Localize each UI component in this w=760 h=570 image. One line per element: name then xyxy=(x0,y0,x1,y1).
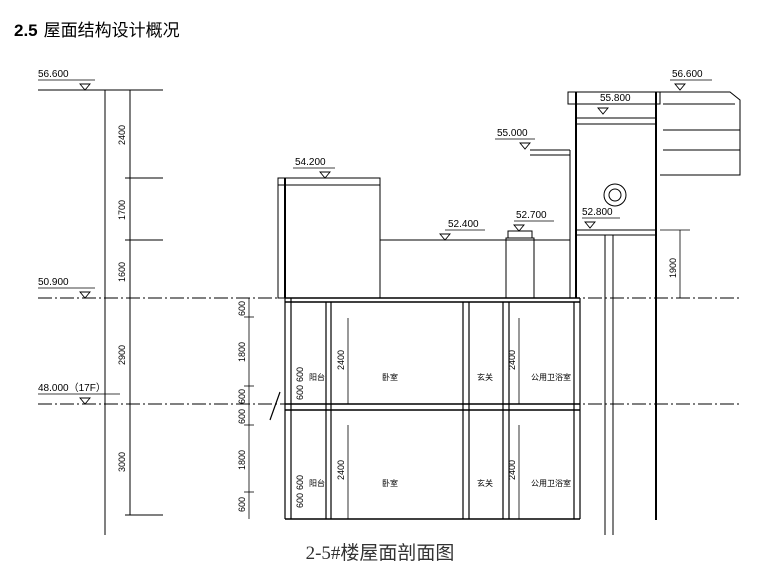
dimension-label: 600 xyxy=(295,385,305,400)
dimension-label: 1800 xyxy=(237,450,247,470)
section-number: 2.5 xyxy=(14,21,38,40)
dimension-label: 3000 xyxy=(117,452,127,472)
section-title: 屋面结构设计概况 xyxy=(43,21,180,40)
room-label: 阳台 xyxy=(309,478,325,488)
ventilation-fan xyxy=(603,183,627,207)
elevation-label: 52.700 xyxy=(516,210,547,221)
walls xyxy=(269,298,581,519)
room-label: 卧室 xyxy=(382,372,398,382)
dimension-label: 600 xyxy=(237,301,247,316)
dimension-label: 600 xyxy=(237,389,247,404)
balcony-rail xyxy=(269,391,281,421)
dimension-label: 600 xyxy=(237,409,247,424)
dimension-label: 1700 xyxy=(117,200,127,220)
parapet-52700 xyxy=(505,237,535,299)
room-label: 公用卫浴室 xyxy=(531,372,571,382)
elevation-label: 55.000 xyxy=(497,128,528,139)
dimension-label: 2400 xyxy=(336,350,346,370)
room-dimension-lines xyxy=(244,229,690,519)
elevation-label: 54.200 xyxy=(295,157,326,168)
room-label: 公用卫浴室 xyxy=(531,478,571,488)
dimension-label: 2400 xyxy=(507,350,517,370)
elevation-markers xyxy=(79,83,686,405)
floor-slabs xyxy=(285,297,580,520)
dimension-label: 600 xyxy=(295,475,305,490)
elevation-label: 55.800 xyxy=(600,93,631,104)
section-heading: 2.5 屋面结构设计概况 xyxy=(14,16,180,41)
elevation-label: 50.900 xyxy=(38,277,69,288)
level-lines xyxy=(38,89,740,535)
dimension-label: 2900 xyxy=(117,345,127,365)
dimension-label: 2400 xyxy=(336,460,346,480)
dimension-label: 600 xyxy=(295,493,305,508)
dimension-label: 2400 xyxy=(507,460,517,480)
roof-block-54200 xyxy=(277,177,381,299)
roof-slab-55800 xyxy=(567,91,661,105)
room-label: 玄关 xyxy=(477,372,493,382)
figure-caption: 2-5#楼屋面剖面图 xyxy=(305,543,455,564)
elevation-label: 56.600 xyxy=(38,69,69,80)
dimension-label: 1900 xyxy=(668,258,678,278)
elevation-label: 52.400 xyxy=(448,219,479,230)
elevation-label: 52.800 xyxy=(582,207,613,218)
elevation-label: 48.000（17F） xyxy=(38,382,106,394)
dimension-label: 2400 xyxy=(117,125,127,145)
dimension-label: 600 xyxy=(237,497,247,512)
dimension-label: 600 xyxy=(295,367,305,382)
room-label: 卧室 xyxy=(382,478,398,488)
room-label: 玄关 xyxy=(477,478,493,488)
dimension-label: 1800 xyxy=(237,342,247,362)
elevation-underlines xyxy=(38,79,712,395)
dimension-label: 1600 xyxy=(117,262,127,282)
room-label: 阳台 xyxy=(309,372,325,382)
elevation-label: 56.600 xyxy=(672,69,703,80)
